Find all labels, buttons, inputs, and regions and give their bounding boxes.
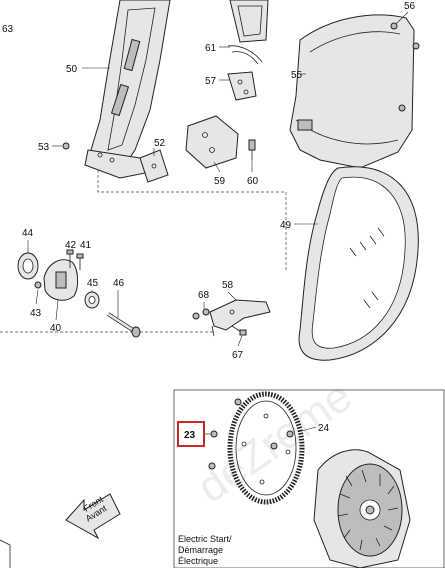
frame-rail-50[interactable] (84, 0, 171, 179)
spacer-45[interactable] (84, 291, 100, 309)
label-40: 40 (50, 323, 62, 334)
inset-caption-line1: Electric Start/ (178, 534, 232, 544)
leader-56 (395, 11, 409, 25)
screws-56[interactable] (390, 22, 420, 112)
leader-59 (213, 161, 221, 173)
label-56: 56 (404, 1, 416, 12)
cover-55[interactable] (289, 14, 415, 169)
leader-24 (297, 426, 317, 433)
label-50: 50 (66, 64, 78, 75)
label-49: 49 (280, 220, 292, 231)
leader-58 (227, 291, 237, 301)
leader-40 (55, 299, 59, 321)
label-61: 61 (205, 43, 217, 54)
nut-68[interactable] (192, 308, 210, 320)
inset-caption-line3: Électrique (178, 556, 218, 566)
label-45: 45 (87, 278, 99, 289)
label-24: 24 (318, 423, 330, 434)
label-55: 55 (291, 70, 303, 81)
screw-41[interactable] (76, 253, 84, 270)
electric-start-inset (173, 389, 445, 568)
drive-pulley[interactable] (313, 449, 411, 568)
bolt-53[interactable] (62, 142, 70, 150)
bolt-43[interactable] (34, 281, 42, 289)
label-60: 60 (247, 176, 259, 187)
screw-42[interactable] (66, 249, 74, 268)
dashed-guide-1 (97, 170, 287, 270)
label-59: 59 (214, 176, 226, 187)
front-direction-arrow: Front Avant (65, 493, 121, 540)
plate-63-top[interactable] (229, 0, 269, 43)
label-52: 52 (154, 138, 166, 149)
leader-43 (35, 289, 39, 305)
ring-gear-24[interactable] (227, 391, 305, 505)
highlight-23[interactable]: 23 (177, 421, 205, 447)
label-46: 46 (113, 278, 125, 289)
label-44: 44 (22, 228, 34, 239)
label-23: 23 (184, 430, 196, 441)
bracket-59[interactable] (185, 115, 239, 169)
label-67: 67 (232, 350, 244, 361)
bracket-52[interactable] (139, 149, 169, 183)
label-57: 57 (205, 76, 217, 87)
label-53: 53 (38, 142, 50, 153)
label-68: 68 (198, 290, 210, 301)
label-43: 43 (30, 308, 42, 319)
belt-49[interactable] (298, 166, 419, 361)
label-41: 41 (80, 240, 92, 251)
label-42: 42 (65, 240, 77, 251)
label-63: 63 (2, 24, 14, 35)
leader-67 (237, 335, 243, 347)
screw-67[interactable] (211, 325, 247, 337)
washer-44[interactable] (17, 252, 39, 280)
bracket-57[interactable] (227, 71, 257, 101)
label-58: 58 (222, 280, 234, 291)
bracket-58[interactable] (209, 299, 271, 331)
corner-edge (0, 539, 11, 568)
bolt-46[interactable] (106, 312, 141, 338)
screw-60[interactable] (248, 139, 256, 160)
clutch-40[interactable] (43, 259, 79, 301)
inset-caption-line2: Démarrage (178, 545, 223, 555)
pin-61[interactable] (227, 45, 263, 65)
